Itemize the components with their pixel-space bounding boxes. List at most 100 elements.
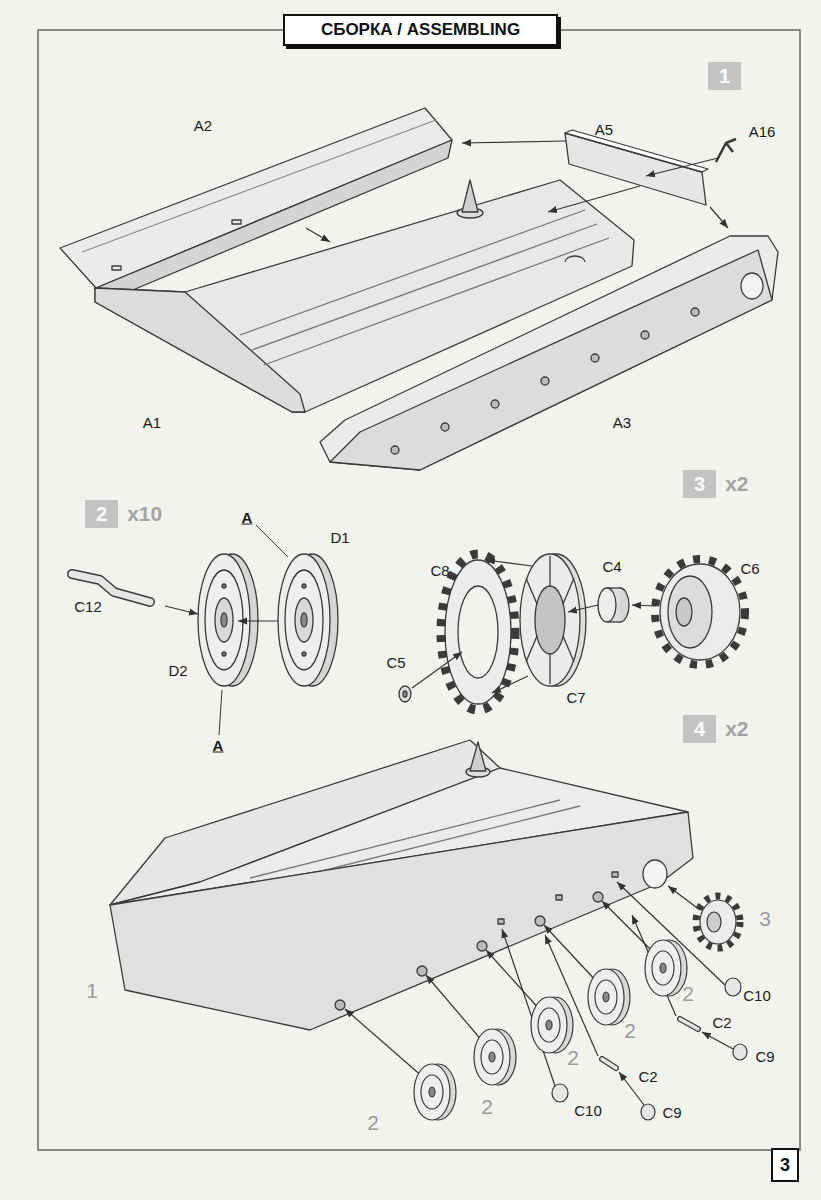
small-part: [552, 1084, 568, 1102]
road-wheel: [222, 652, 226, 656]
page-number-box: 3: [771, 1148, 799, 1182]
road-wheel: [414, 940, 687, 1120]
road-wheel: [588, 969, 624, 1025]
assembly-arrow: [306, 228, 330, 242]
callout-number: 3: [759, 908, 771, 929]
hull-assembly: [110, 812, 693, 1030]
assembly-arrow: [462, 141, 566, 143]
small-part: [602, 1059, 616, 1068]
leader-line: [219, 690, 222, 735]
sprocket-part: [458, 586, 498, 678]
quantity: x2: [725, 472, 748, 496]
assembly-arrow: [544, 925, 598, 983]
hull-side-plate: [741, 273, 763, 299]
callout-number: 2: [567, 1047, 579, 1068]
assembly-arrow: [702, 1032, 733, 1049]
road-wheel: [222, 584, 226, 588]
part-number: A5: [595, 122, 613, 137]
road-wheel: [660, 963, 666, 973]
leader-line: [256, 525, 288, 557]
road-wheel: [198, 554, 258, 686]
road-wheel: [295, 598, 313, 642]
assembly-arrow: [548, 186, 640, 212]
road-wheel: [595, 980, 617, 1014]
hull-side-plate: [641, 331, 649, 339]
assembly-arrow: [646, 158, 718, 176]
road-wheel: [531, 997, 567, 1053]
part-number: C12: [74, 599, 102, 614]
part-number: C2: [638, 1069, 657, 1084]
sprocket-part: [399, 554, 745, 710]
assembly-arrow: [412, 652, 462, 688]
small-part: [680, 1019, 698, 1029]
road-wheel: [603, 992, 609, 1002]
hull-side-plate: [330, 250, 772, 470]
assembly-arrow: [412, 560, 656, 693]
callout-number: 1: [86, 980, 98, 1001]
hull-floor: [95, 288, 305, 412]
sprocket-part: [403, 691, 407, 697]
page-title: СБОРКА / ASSEMBLING: [283, 14, 558, 46]
road-wheel: [481, 1040, 503, 1074]
step-number-box: 3x2: [683, 470, 748, 498]
callout-number: 2: [367, 1112, 379, 1133]
small-part: [641, 1104, 655, 1120]
road-wheel: [474, 1029, 510, 1085]
road-wheel: [198, 554, 250, 686]
sprocket-part: [441, 554, 515, 710]
step-number: 4: [683, 715, 716, 743]
quantity: x2: [725, 717, 748, 741]
assembly-arrow: [486, 560, 532, 566]
part-number: C5: [386, 655, 405, 670]
step-number-box: 1: [708, 62, 741, 90]
assembly-arrow: [602, 901, 655, 954]
hull-floor: [462, 180, 478, 212]
assembly-arrow: [632, 605, 656, 606]
assembly-arrow: [568, 605, 598, 612]
hull-assembly: [470, 742, 486, 771]
hull-side-plate: [232, 220, 241, 224]
small-part: [700, 900, 736, 944]
hull-floor: [240, 210, 585, 335]
assembly-arrow: [710, 207, 728, 228]
hull-floor: [565, 256, 585, 262]
rear-plate: [565, 130, 736, 205]
step-number: 1: [708, 62, 741, 90]
small-part: [680, 1019, 698, 1029]
road-wheel: [301, 613, 307, 627]
part-number: C2: [712, 1015, 731, 1030]
part-number: A3: [613, 415, 631, 430]
assembly-arrow: [306, 141, 728, 242]
rear-plate: [716, 139, 736, 162]
assembly-arrow: [345, 1009, 424, 1078]
sprocket-part: [520, 554, 580, 686]
hull-side-plate: [391, 446, 399, 454]
sprocket-part: [535, 586, 565, 654]
part-number: C9: [755, 1049, 774, 1064]
sprocket-part: [655, 559, 745, 665]
road-wheel: [302, 652, 306, 656]
sprocket-part: [676, 598, 692, 626]
road-wheel: [429, 1087, 435, 1097]
rear-plate: [565, 133, 706, 205]
callout-number: 2: [481, 1096, 493, 1117]
assembly-arrow: [486, 950, 541, 1011]
hull-assembly: [556, 895, 562, 900]
sprocket-part: [399, 686, 411, 702]
page-frame: [38, 30, 800, 1150]
road-wheel: [489, 1052, 495, 1062]
part-number: A2: [194, 118, 212, 133]
assembly-arrow: [492, 676, 528, 693]
road-wheel: [278, 554, 338, 686]
part-number: C10: [743, 988, 771, 1003]
hull-assembly: [477, 941, 487, 951]
hull-side-plate: [320, 236, 778, 470]
road-wheel: [285, 570, 323, 670]
part-number: A16: [749, 124, 776, 139]
sprocket-part: [526, 556, 574, 684]
part-number: C10: [574, 1103, 602, 1118]
hull-assembly: [110, 740, 693, 1030]
hull-assembly: [612, 872, 618, 877]
assembly-arrow: [345, 882, 733, 1105]
